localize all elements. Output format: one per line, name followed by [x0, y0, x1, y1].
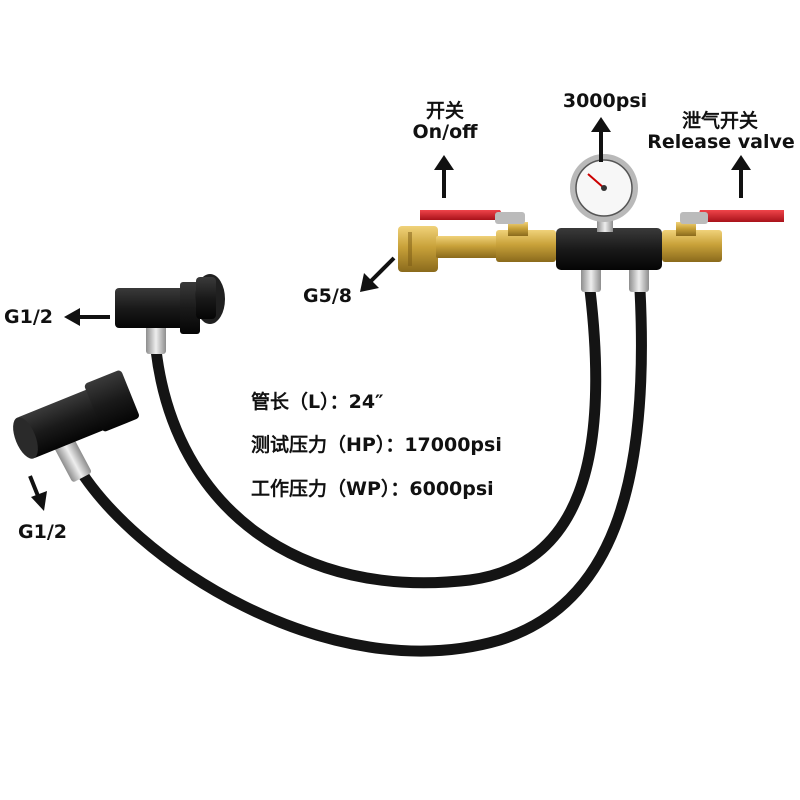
arrow-on-off — [434, 155, 454, 198]
arrow-release — [731, 155, 751, 198]
adapter-lower — [13, 370, 139, 459]
label-outlet-g12-lower: G1/2 — [18, 521, 67, 543]
label-release-cn: 泄气开关 — [681, 110, 758, 132]
label-inlet-g58: G5/8 — [303, 285, 352, 307]
arrow-g58 — [360, 256, 396, 292]
right-ball-valve — [662, 210, 784, 262]
hose-inner — [150, 284, 602, 589]
spec-test-pressure: 测试压力（HP）：17000psi — [251, 434, 502, 456]
label-release-en: Release valve — [647, 131, 795, 153]
pressure-gauge — [570, 154, 638, 232]
label-switch-en: On/off — [412, 121, 478, 143]
arrow-g12-lower — [28, 475, 47, 511]
left-ball-valve — [420, 210, 556, 262]
arrow-g12-upper — [64, 308, 110, 326]
spec-hose-length: 管长（L）：24″ — [251, 391, 384, 413]
hose-outer — [68, 284, 647, 657]
manifold-block — [556, 228, 662, 270]
arrow-gauge — [591, 117, 611, 162]
label-switch-cn: 开关 — [425, 100, 464, 122]
label-gauge: 3000psi — [562, 90, 648, 112]
brass-nut-g58 — [398, 226, 438, 272]
adapter-upper — [115, 274, 225, 334]
label-outlet-g12-upper: G1/2 — [4, 306, 53, 328]
spec-working-pressure: 工作压力（WP）：6000psi — [251, 478, 494, 500]
hose-crimp-left-lower — [54, 438, 92, 482]
brass-stem — [436, 236, 498, 258]
